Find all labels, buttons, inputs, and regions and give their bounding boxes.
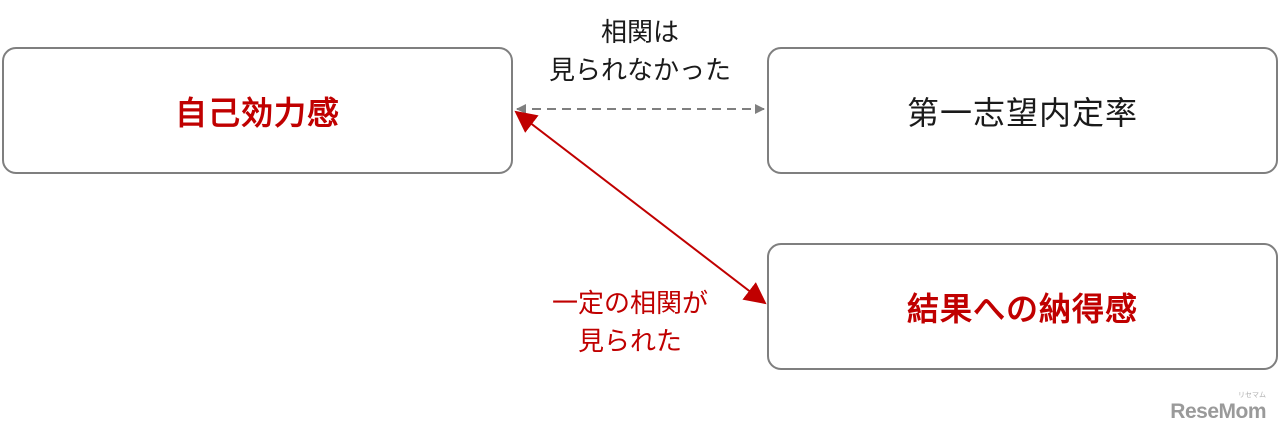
node-self-efficacy-label: 自己効力感 — [174, 93, 340, 132]
correlation-caption-line2: 見られた — [577, 327, 682, 357]
no-correlation-caption-line2: 見られなかった — [548, 56, 731, 86]
no-correlation-caption: 相関は 見られなかった — [520, 14, 760, 90]
node-outcome-satisfaction-label: 結果への納得感 — [906, 289, 1138, 328]
node-first-choice-offer-rate-label: 第一志望内定率 — [906, 93, 1138, 132]
no-correlation-caption-line1: 相関は — [600, 18, 679, 48]
node-outcome-satisfaction: 結果への納得感 — [767, 243, 1278, 370]
node-first-choice-offer-rate: 第一志望内定率 — [767, 47, 1278, 174]
correlation-caption-line1: 一定の相関が — [551, 289, 708, 319]
watermark-ruby: リセマム — [1238, 391, 1266, 399]
correlation-caption: 一定の相関が 見られた — [500, 285, 760, 361]
node-self-efficacy: 自己効力感 — [2, 47, 513, 174]
correlation-arrow — [514, 110, 767, 305]
resemom-logo: ReseMom — [1170, 400, 1266, 423]
